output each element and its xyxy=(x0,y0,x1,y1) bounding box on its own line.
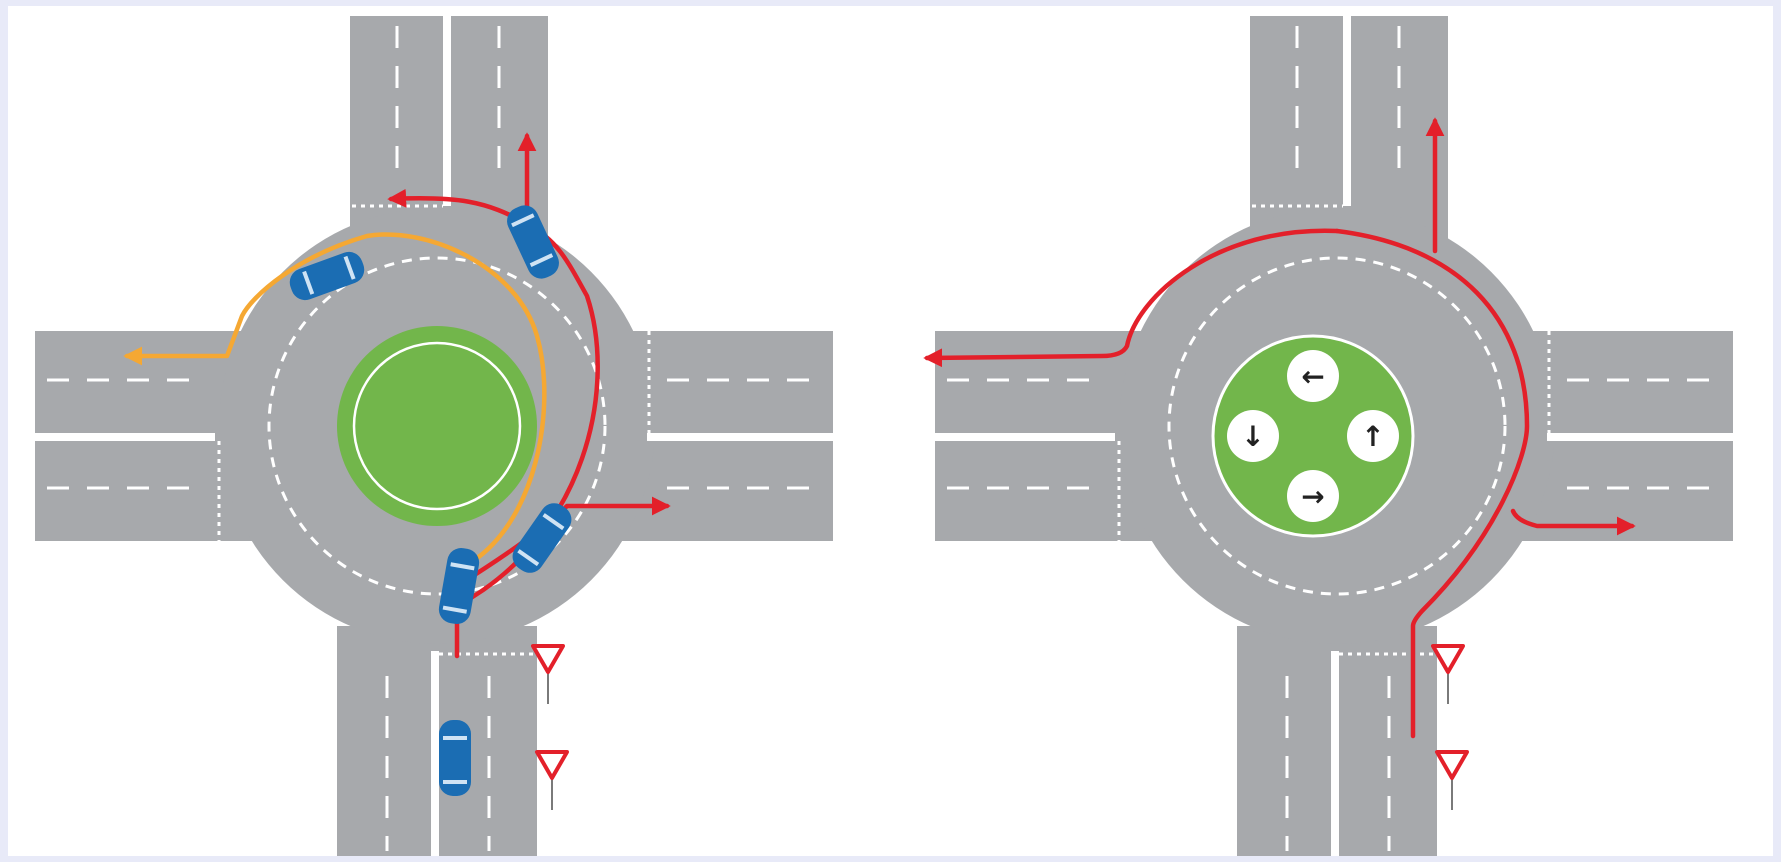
lane-dashes xyxy=(47,26,827,851)
arm-separators xyxy=(935,16,1733,856)
separator-east xyxy=(647,433,833,441)
car-exiting-north xyxy=(507,205,559,279)
give-way-sign-lower xyxy=(535,750,569,810)
roundabout-right: ← ↓ ↑ → xyxy=(923,16,1733,856)
arrow-left-icon: ← xyxy=(1301,360,1324,393)
inner-lane-divider xyxy=(267,256,607,596)
car-at-exit-south xyxy=(438,548,480,624)
give-way-sign-icon xyxy=(531,644,565,674)
give-way-sign-lower xyxy=(1435,750,1469,810)
car-windscreen xyxy=(302,270,315,295)
give-way-sign-icon xyxy=(535,750,569,780)
car-rear-window xyxy=(443,780,467,784)
give-way-sign-upper xyxy=(1431,644,1465,704)
inner-lane-divider xyxy=(1167,256,1507,596)
lane-dashes xyxy=(947,26,1727,851)
car-rear-window xyxy=(511,213,535,228)
car-exiting-east xyxy=(512,503,572,573)
cars xyxy=(289,205,572,796)
separator-north xyxy=(443,16,451,206)
car-rear-window xyxy=(442,605,467,614)
central-island: ← ↓ ↑ → xyxy=(1211,334,1415,538)
route-left-turn xyxy=(923,228,1340,368)
give-way-sign-icon xyxy=(1431,644,1465,674)
car-rear-window xyxy=(517,549,540,567)
route-left-turn xyxy=(123,232,547,569)
separator-west xyxy=(935,433,1115,441)
central-island xyxy=(337,326,537,526)
arrow-disc xyxy=(1347,410,1399,462)
separator-south xyxy=(1331,651,1339,856)
arrow-down-icon: ↓ xyxy=(1241,420,1264,453)
island-arrow-down: ↓ xyxy=(1227,410,1279,462)
separator-south xyxy=(431,651,439,856)
arrow-disc xyxy=(1287,350,1339,402)
car-body xyxy=(439,720,471,796)
island-arrow-left: ← xyxy=(1287,350,1339,402)
arrow-disc xyxy=(1227,410,1279,462)
roundabout-left xyxy=(35,16,833,856)
separator-west xyxy=(35,433,215,441)
route-right-turn xyxy=(1510,508,1636,536)
car-windscreen xyxy=(529,253,554,268)
give-way-lines xyxy=(1117,204,1551,656)
car-rear-window xyxy=(343,255,356,280)
give-way-sign-icon xyxy=(1435,750,1469,780)
give-way-signs xyxy=(531,644,569,810)
arm-separators xyxy=(35,16,833,856)
car-windscreen xyxy=(542,513,565,531)
car-circulating-west xyxy=(289,251,365,301)
island-green xyxy=(337,326,537,526)
arrow-disc xyxy=(1287,470,1339,522)
give-way-sign-upper xyxy=(531,644,565,704)
island-green xyxy=(1211,334,1415,538)
car-windscreen xyxy=(443,736,467,740)
route-approach xyxy=(1334,228,1530,739)
island-ring xyxy=(352,341,522,511)
separator-east xyxy=(1547,433,1733,441)
car-approaching-south xyxy=(439,720,471,796)
car-windscreen xyxy=(450,562,475,571)
island-arrow-up: ↑ xyxy=(1347,410,1399,462)
arrow-right-icon: → xyxy=(1301,480,1324,513)
give-way-signs xyxy=(1431,644,1469,810)
island-arrow-right: → xyxy=(1287,470,1339,522)
separator-north xyxy=(1343,16,1351,206)
route-paths xyxy=(923,117,1636,739)
arrow-up-icon: ↑ xyxy=(1361,420,1384,453)
